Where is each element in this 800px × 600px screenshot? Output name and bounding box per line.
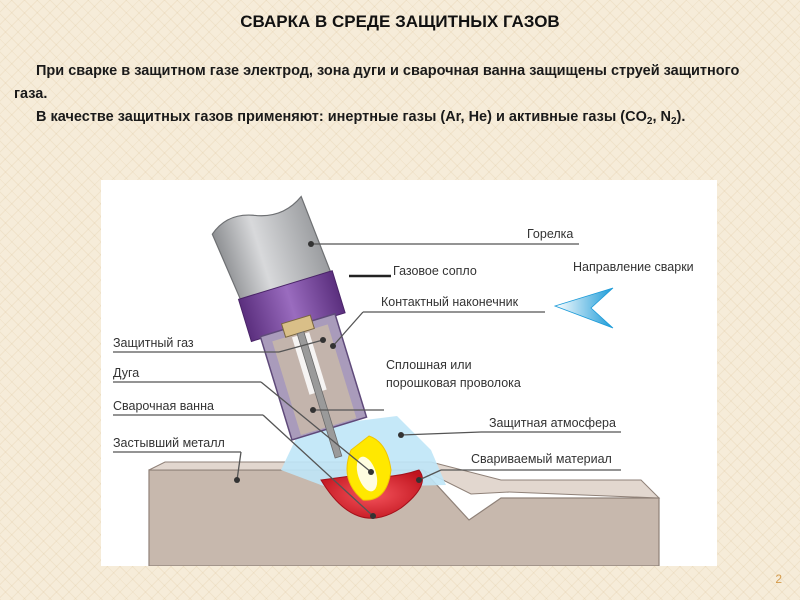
paragraph-2-text-a: В качестве защитных газов применяют: ине… (36, 109, 647, 125)
paragraph-1: При сварке в защитном газе электрод, зон… (14, 60, 774, 106)
label-shield-atmosphere: Защитная атмосфера (489, 416, 616, 430)
slide-body: При сварке в защитном газе электрод, зон… (14, 60, 774, 129)
label-wire-2: порошковая проволока (386, 376, 521, 390)
welding-diagram: Горелка Газовое сопло Направление сварки… (101, 180, 717, 566)
label-solid-metal: Застывший металл (113, 436, 225, 450)
label-wire-1: Сплошная или (386, 358, 472, 372)
label-torch: Горелка (527, 227, 573, 241)
wire (296, 331, 343, 459)
co2-subscript: 2 (646, 116, 653, 127)
direction-arrow (553, 287, 614, 329)
leader-dots (234, 241, 422, 519)
label-gas-nozzle: Газовое сопло (393, 264, 477, 278)
label-arc: Дуга (113, 366, 139, 380)
paragraph-1-text: При сварке в защитном газе электрод, зон… (14, 63, 740, 102)
torch-body (211, 195, 332, 302)
leader-lines (113, 243, 621, 517)
paragraph-2: В качестве защитных газов применяют: ине… (14, 106, 774, 129)
page-number: 2 (775, 572, 782, 586)
label-contact-tip: Контактный наконечник (381, 295, 519, 309)
paragraph-2-text-b: , N (652, 109, 671, 125)
n2-subscript: 2 (670, 116, 677, 127)
slide-title: СВАРКА В СРЕДЕ ЗАЩИТНЫХ ГАЗОВ (240, 12, 560, 31)
label-base-material: Свариваемый материал (471, 452, 612, 466)
label-direction: Направление сварки (573, 260, 694, 274)
torch-assembly (211, 195, 368, 459)
label-shield-gas: Защитный газ (113, 336, 194, 350)
paragraph-2-text-c: ). (676, 109, 686, 125)
label-weld-pool: Сварочная ванна (113, 399, 214, 413)
welding-diagram-svg: Горелка Газовое сопло Направление сварки… (113, 195, 694, 566)
